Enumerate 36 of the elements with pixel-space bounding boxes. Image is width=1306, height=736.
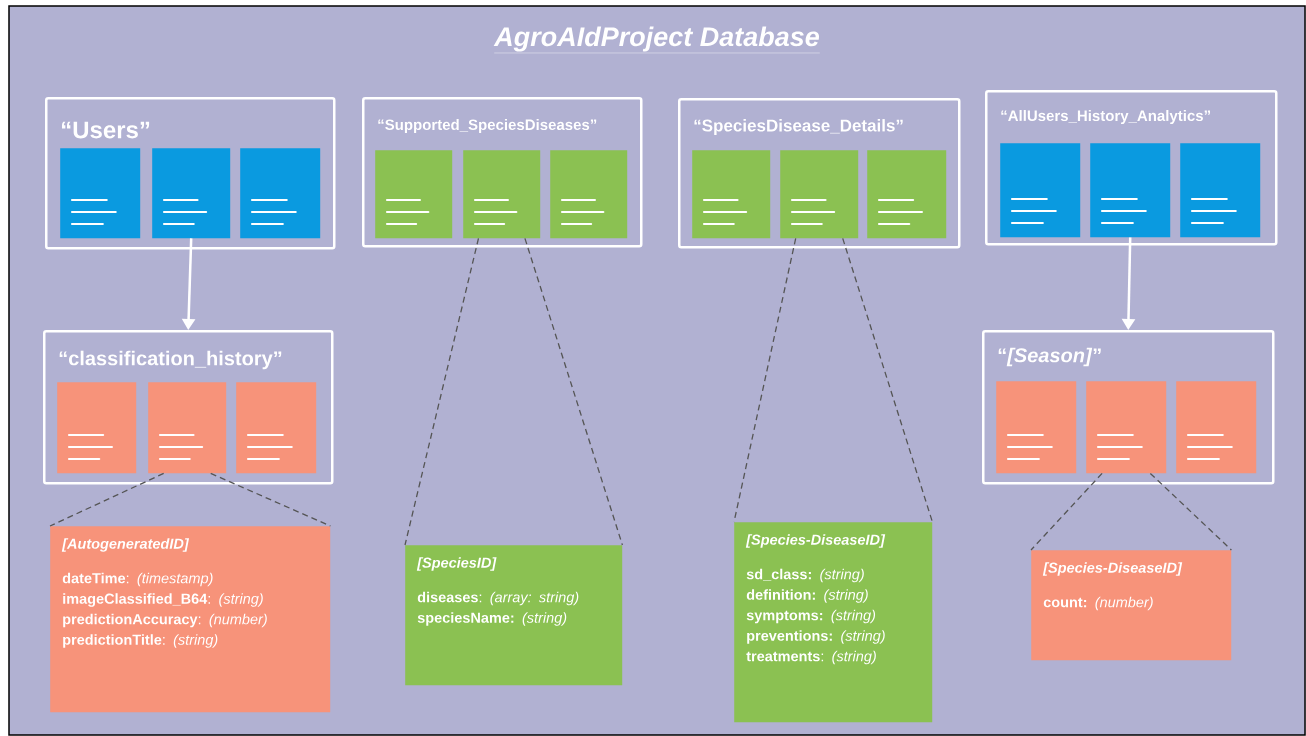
document-card	[1180, 143, 1261, 238]
collection-box: “[Season]”	[982, 330, 1275, 485]
document-card	[463, 150, 541, 239]
record-box: [AutogeneratedID] dateTime: (timestamp) imageClassified_B64: (string) predictionAccuracy: (number) predictionTitle: (string)	[50, 526, 331, 713]
dashed-line	[524, 237, 624, 546]
dashed-line	[49, 472, 165, 527]
document-card	[152, 148, 231, 239]
document-card	[780, 150, 859, 239]
record-box: [Species-DiseaseID] count: (number)	[1031, 550, 1232, 661]
document-card	[60, 148, 141, 239]
record-box: [Species-DiseaseID] sd_class: (string) definition: (string) symptoms: (string) preventions: (string) treatments: (string)	[734, 522, 933, 723]
collection-box: “Users”	[45, 97, 336, 250]
dashed-line	[842, 237, 934, 523]
document-card	[1090, 143, 1171, 238]
document-card	[996, 381, 1077, 474]
collection-box: “classification_history”	[43, 330, 334, 485]
document-card	[375, 150, 453, 239]
record-box: [SpeciesID] diseases: (array: string) speciesName: (string)	[405, 545, 623, 686]
document-card	[1176, 381, 1257, 474]
dashed-line	[404, 237, 480, 546]
dashed-line	[1030, 472, 1103, 551]
collection-box: “SpeciesDisease_Details”	[678, 98, 961, 249]
document-card	[240, 148, 321, 239]
collection-box: “AllUsers_History_Analytics”	[985, 90, 1278, 246]
collection-box: “Supported_SpeciesDiseases”	[362, 97, 643, 248]
document-card	[550, 150, 628, 239]
document-card	[692, 150, 771, 239]
document-card	[1086, 381, 1167, 474]
dashed-line	[1149, 472, 1233, 551]
document-card	[57, 382, 137, 474]
document-card	[148, 382, 227, 474]
document-card	[236, 382, 317, 474]
title: AgroAIdProject Database	[493, 26, 820, 54]
dashed-line	[210, 472, 332, 527]
document-card	[867, 150, 947, 239]
document-card	[1000, 143, 1081, 238]
